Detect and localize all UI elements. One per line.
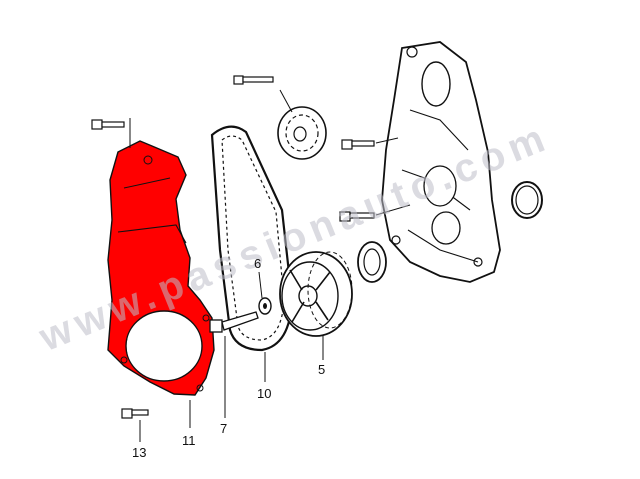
callout-7: 7 (220, 421, 228, 436)
callout-leaders (139, 271, 324, 442)
cover-bottom-bolt (121, 408, 149, 419)
engine-housing (381, 41, 501, 283)
o-ring (511, 181, 543, 219)
cover-top-bolt (91, 118, 131, 148)
crank-pulley (279, 251, 353, 337)
callout-10: 10 (257, 386, 272, 401)
timing-cover-highlighted (107, 140, 215, 396)
housing-bolt-lower (339, 204, 411, 222)
callout-6: 6 (254, 256, 262, 271)
housing-bolt-upper (341, 137, 399, 150)
callout-11: 11 (182, 433, 196, 448)
shaft-seal (357, 241, 387, 283)
washer (258, 297, 272, 315)
callout-5: 5 (318, 362, 326, 377)
camshaft-sprocket (233, 75, 327, 160)
timing-belt (210, 125, 294, 352)
pulley-bolt (209, 311, 259, 333)
callout-13: 13 (132, 445, 147, 460)
